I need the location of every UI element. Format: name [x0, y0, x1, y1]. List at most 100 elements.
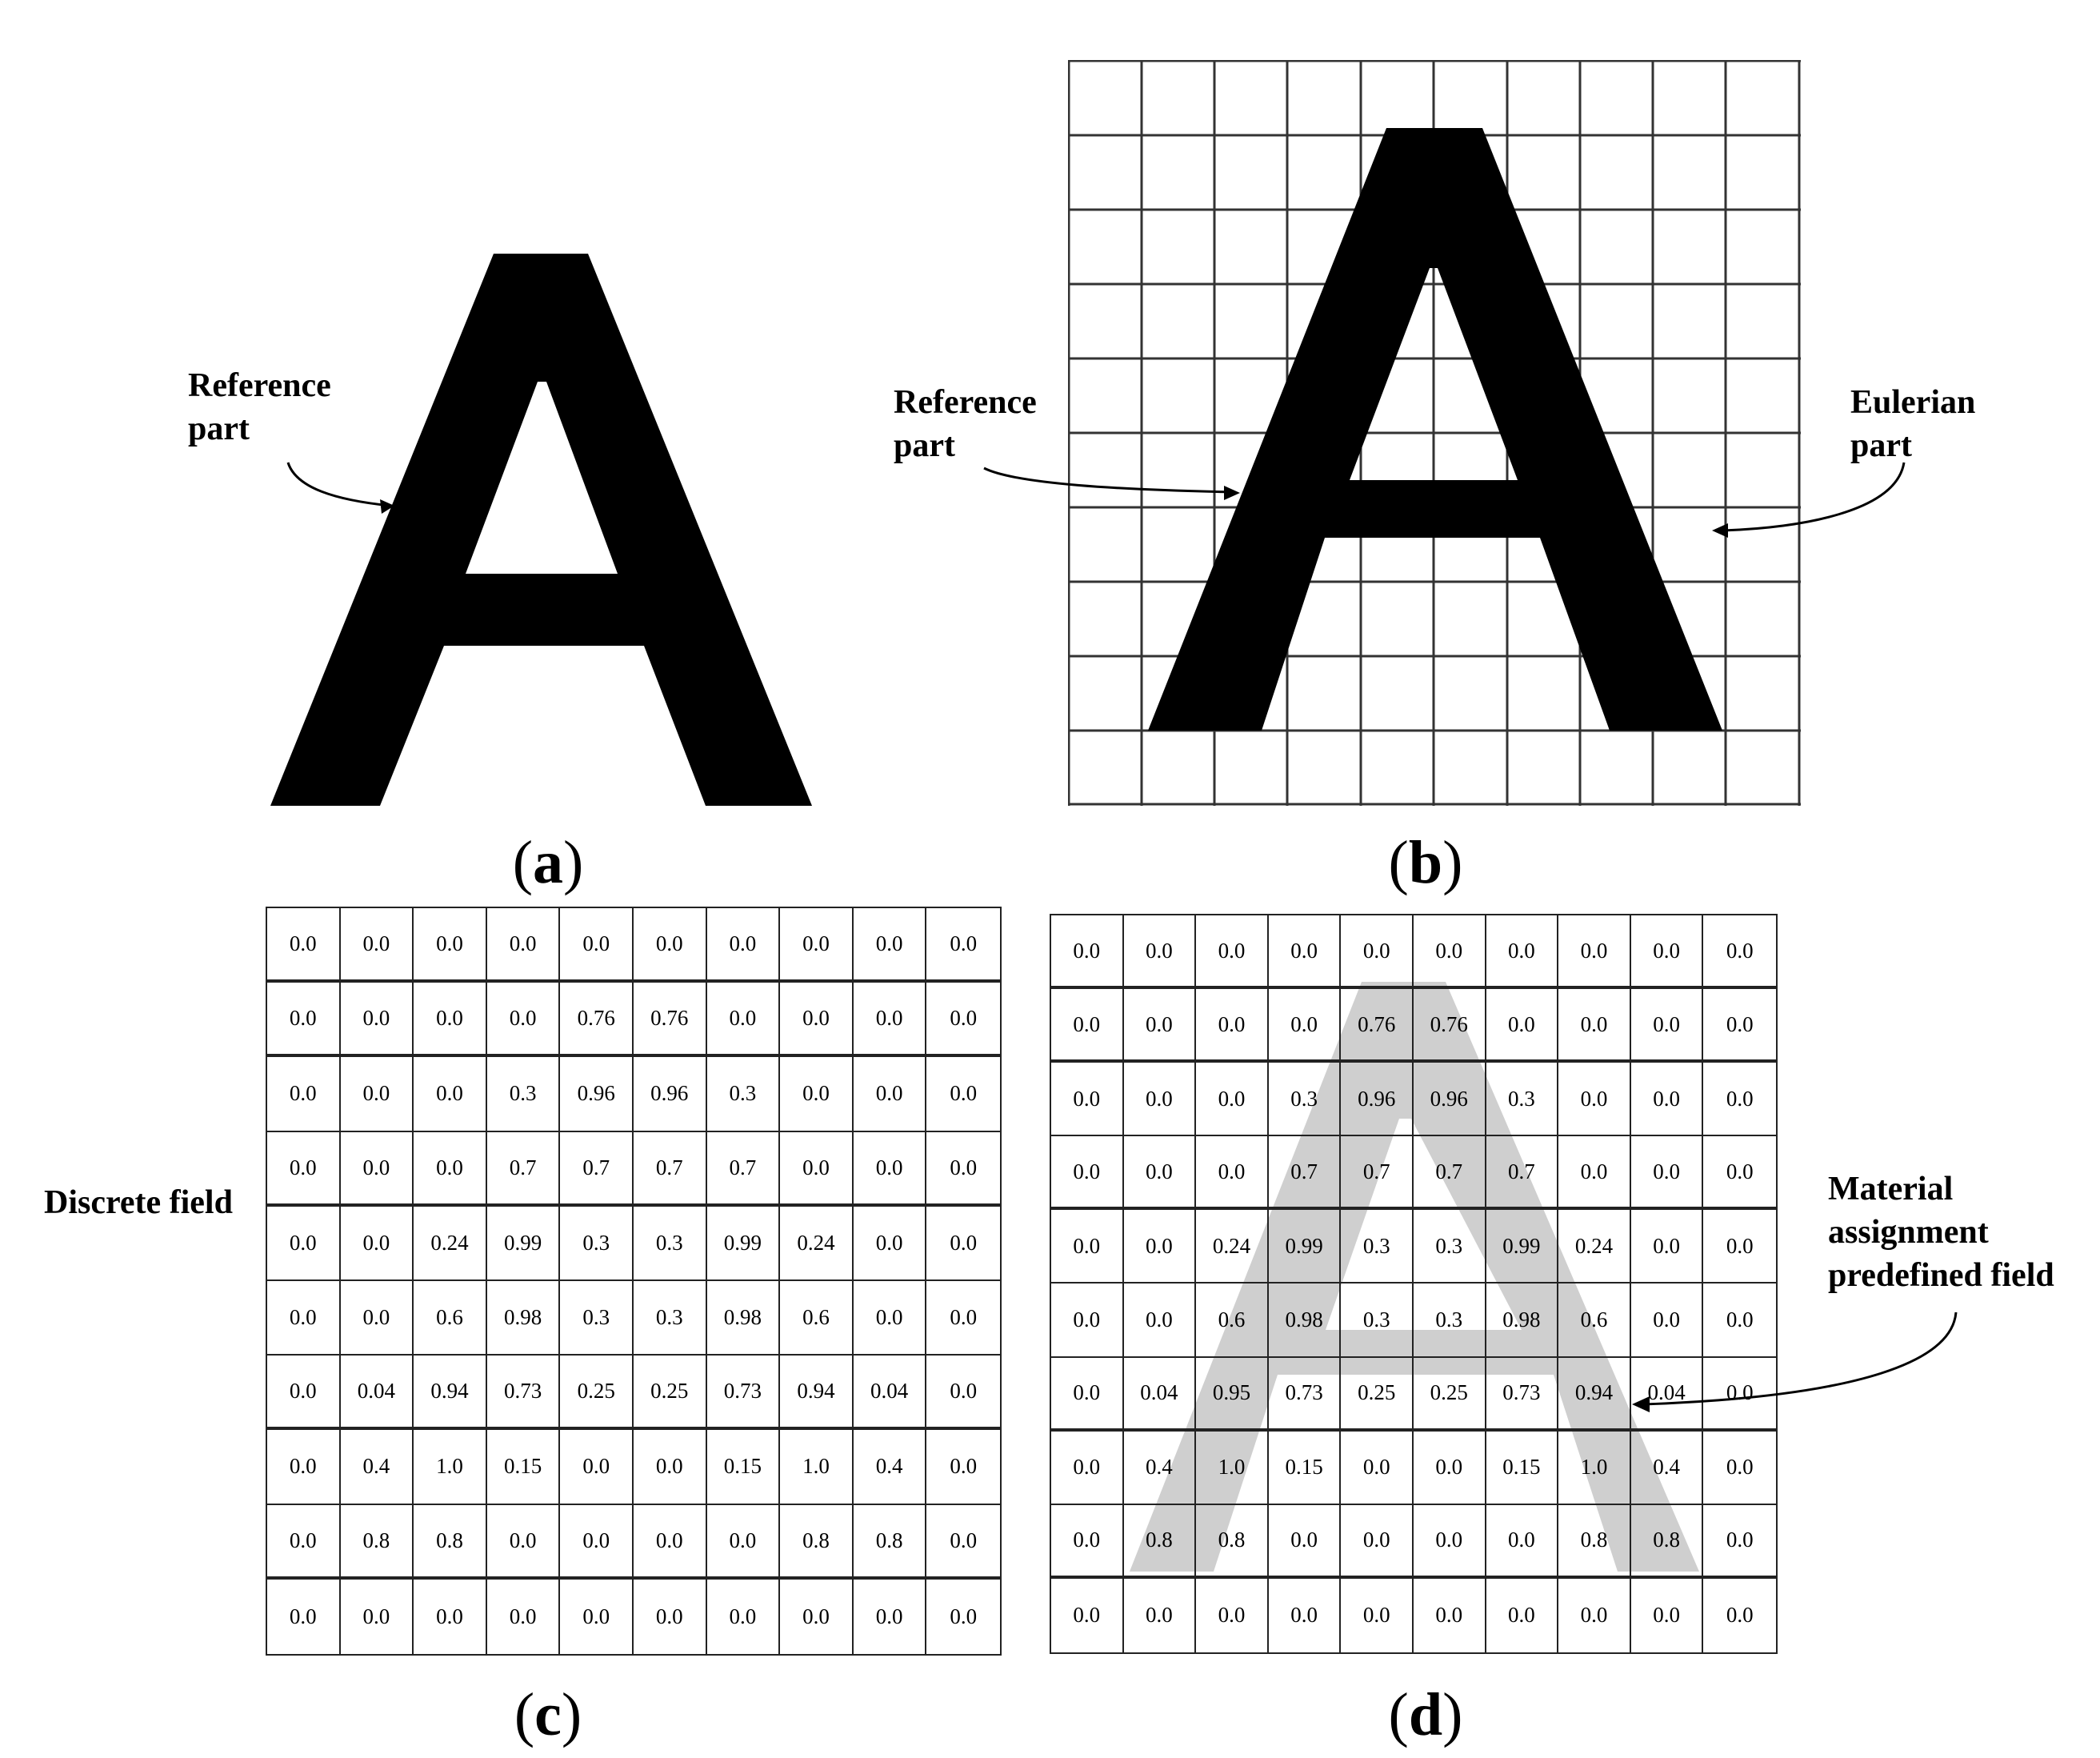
- grid-cell: 0.96: [560, 1057, 634, 1132]
- grid-cell: 0.7: [486, 1131, 561, 1207]
- grid-cell: 0.0: [1486, 1504, 1559, 1579]
- grid-cell: 0.0: [634, 1579, 707, 1654]
- grid-cell: 0.7: [1268, 1136, 1342, 1211]
- panel-b-caption: (b): [1388, 829, 1463, 896]
- grid-cell: 0.73: [1486, 1357, 1559, 1432]
- grid-cell: 0.0: [560, 1504, 634, 1580]
- grid-cell: 0.0: [1631, 1578, 1704, 1652]
- grid-cell: 0.0: [633, 908, 707, 983]
- panel-b-eulerian-annotation: Eulerian part: [1850, 381, 1975, 467]
- grid-cell: 0.0: [341, 1579, 414, 1654]
- discrete-field-label: Discrete field: [44, 1184, 233, 1221]
- grid-cell: 0.6: [1196, 1283, 1269, 1358]
- grid-cell: 0.0: [1268, 989, 1342, 1063]
- grid-cell: 1.0: [1196, 1431, 1269, 1505]
- grid-cell: 0.0: [267, 1430, 341, 1505]
- grid-cell: 0.0: [1726, 1603, 1754, 1628]
- grid-cell: 0.73: [1268, 1357, 1342, 1432]
- grid-cell: 0.0: [926, 1057, 1000, 1132]
- grid-cell: 0.0: [633, 1504, 707, 1580]
- grid-cell: 0.0: [780, 1579, 854, 1654]
- panel-d-caption: (d): [1388, 1681, 1463, 1748]
- grid-cell: 0.0: [1630, 1063, 1704, 1137]
- grid-cell: 0.7: [706, 1131, 781, 1207]
- grid-cell: 0.0: [267, 983, 341, 1058]
- grid-cell: 0.0: [1268, 1504, 1342, 1579]
- grid-cell: 0.0: [1413, 915, 1486, 990]
- grid-cell: 0.8: [340, 1504, 414, 1580]
- grid-cell: 0.94: [780, 1356, 854, 1431]
- annotation-line: Eulerian: [1850, 384, 1976, 421]
- grid-cell: 0.0: [1486, 1578, 1559, 1652]
- grid-cell: 0.0: [1341, 1578, 1414, 1652]
- grid-cell: 0.0: [1703, 1505, 1776, 1579]
- grid-cell: 0.99: [1268, 1210, 1342, 1284]
- grid-cell: 0.0: [1703, 1210, 1776, 1284]
- grid-cell: 0.0: [486, 908, 561, 983]
- grid-cell: 0.0: [414, 1057, 487, 1132]
- grid-cell: 0.0: [1414, 1578, 1486, 1652]
- grid-cell: 0.0: [1703, 1283, 1776, 1358]
- grid-cell: 0.0: [1196, 1136, 1269, 1211]
- grid-cell: 0.0: [1051, 1504, 1124, 1579]
- grid-cell: 0.0: [267, 1504, 341, 1580]
- grid-cell: 0.0: [1051, 1357, 1124, 1432]
- annotation-line: predefined field: [1828, 1257, 2054, 1294]
- grid-cell: 0.0: [1558, 915, 1631, 990]
- grid-cell: 0.4: [853, 1430, 927, 1505]
- grid-cell: 0.0: [267, 1579, 341, 1654]
- grid-cell: 0.0: [1123, 1063, 1197, 1137]
- grid-cell: 0.99: [706, 1206, 781, 1281]
- grid-cell: 0.3: [633, 1280, 707, 1356]
- annotation-line: Material: [1828, 1171, 1954, 1207]
- grid-cell: 0.0: [340, 908, 414, 983]
- grid-cell: 0.0: [1630, 1283, 1704, 1358]
- grid-cell: 0.0: [926, 1356, 1000, 1431]
- grid-cell: 0.0: [1630, 915, 1704, 990]
- grid-cell: 0.0: [414, 1579, 487, 1654]
- grid-cell: 0.0: [1051, 1431, 1124, 1505]
- grid-cell: 0.0: [706, 908, 781, 983]
- grid-cell: 0.24: [414, 1206, 487, 1281]
- grid-cell: 1.0: [780, 1430, 854, 1505]
- grid-cell: 0.0: [853, 1131, 927, 1207]
- grid-cell: 0.0: [706, 1504, 781, 1580]
- grid-cell: 0.0: [926, 908, 1000, 983]
- grid-cell: 0.0: [1486, 915, 1559, 990]
- grid-cell: 0.0: [1196, 1063, 1269, 1137]
- grid-cell: 0.0: [1703, 1136, 1776, 1211]
- grid-cell: 0.0: [780, 983, 854, 1058]
- grid-cell: 0.0: [1486, 989, 1559, 1063]
- grid-cell: 0.6: [780, 1280, 854, 1356]
- grid-cell: 0.0: [486, 983, 561, 1058]
- grid-cell: 0.99: [1486, 1210, 1559, 1284]
- grid-cell: 0.76: [633, 983, 707, 1058]
- grid-cell: 0.0: [926, 1207, 1000, 1281]
- grid-cell: 0.8: [414, 1504, 487, 1580]
- grid-cell: 0.0: [267, 1131, 341, 1207]
- grid-cell: 0.76: [560, 983, 634, 1058]
- grid-cell: 0.0: [1558, 1136, 1631, 1211]
- grid-cell: 0.0: [780, 908, 854, 983]
- grid-cell: 0.3: [1486, 1063, 1559, 1137]
- grid-cell: 0.0: [1123, 989, 1197, 1063]
- grid-cell: 0.8: [780, 1504, 854, 1580]
- grid-cell: 0.0: [1123, 915, 1197, 990]
- grid-cell: 0.99: [486, 1206, 561, 1281]
- grid-cell: 0.8: [1123, 1504, 1197, 1579]
- grid-cell: 0.7: [633, 1131, 707, 1207]
- grid-cell: 0.76: [1341, 989, 1414, 1063]
- grid-cell: 0.0: [926, 1430, 1000, 1505]
- grid-cell: 0.0: [1558, 1578, 1631, 1652]
- grid-cell: 0.0: [1051, 1136, 1124, 1211]
- grid-cell: 0.0: [853, 1057, 927, 1132]
- grid-cell: 0.0: [1196, 989, 1269, 1063]
- grid-cell: 0.94: [1558, 1357, 1631, 1432]
- grid-cell: 0.0: [1051, 1283, 1124, 1358]
- panel-d-annotation: Material assignment predefined field: [1828, 1167, 2054, 1297]
- grid-cell: 0.4: [1123, 1431, 1197, 1505]
- grid-cell: 0.0: [560, 1579, 634, 1654]
- grid-cell: 0.0: [1196, 1578, 1269, 1652]
